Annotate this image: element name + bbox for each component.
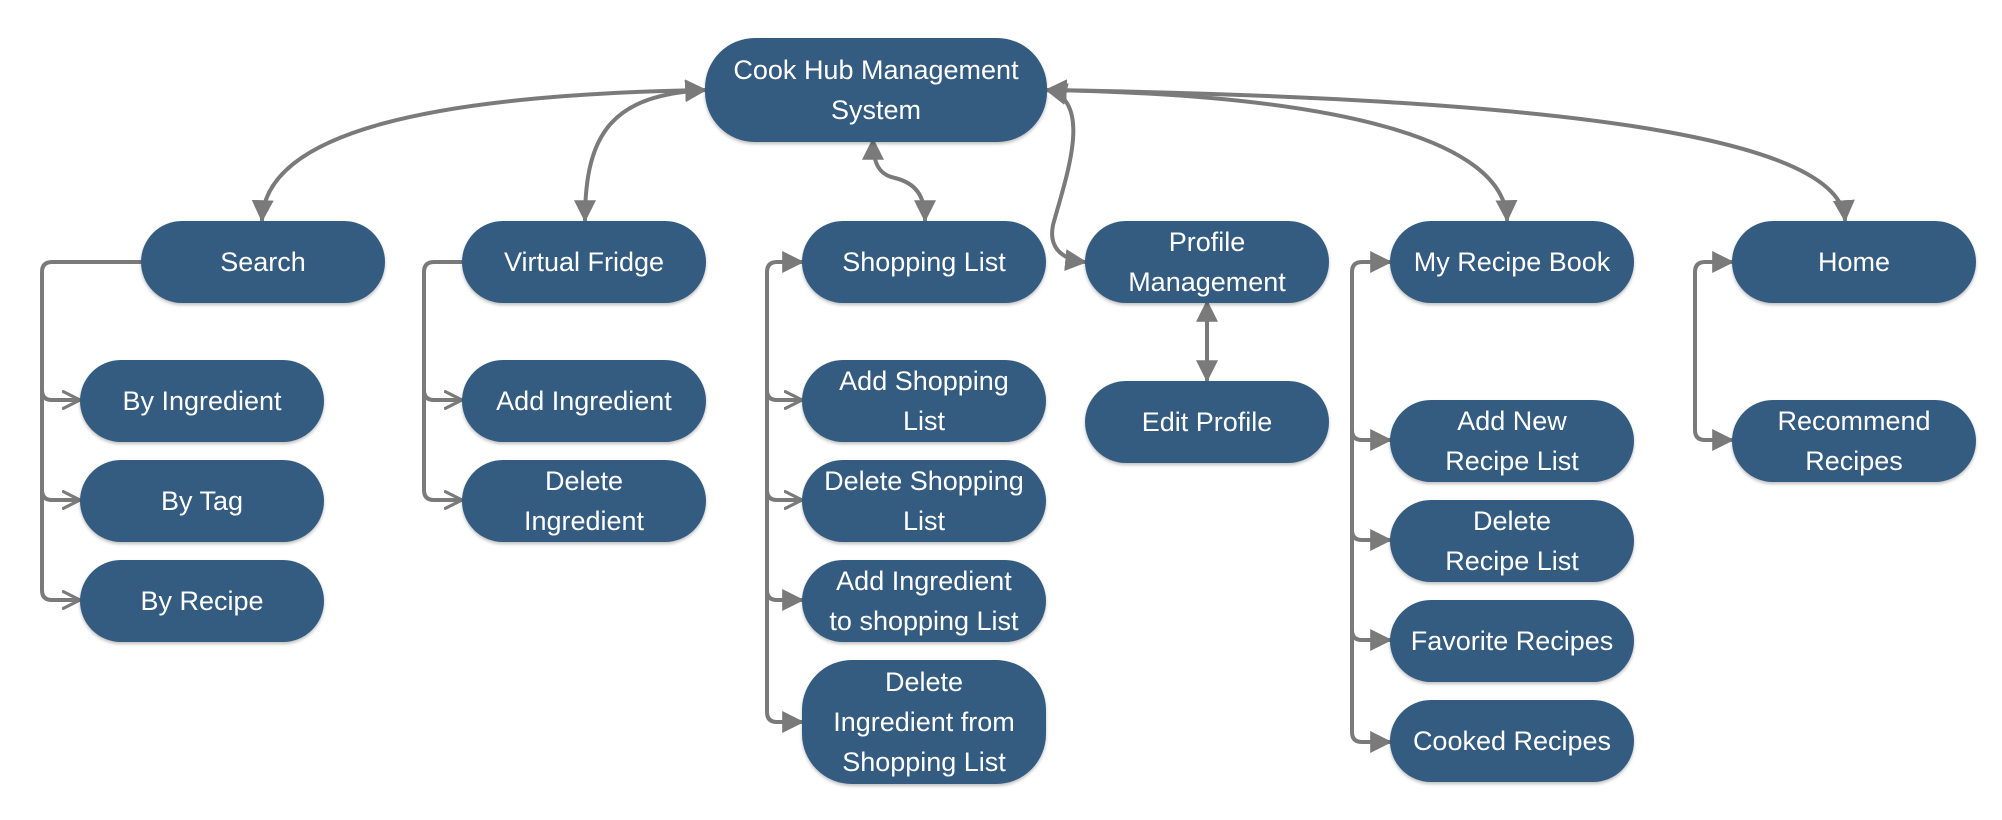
node-edit-profile[interactable]: Edit Profile <box>1085 381 1329 463</box>
node-by-ingredient[interactable]: By Ingredient <box>80 360 324 442</box>
edge-search-by-recipe <box>40 488 82 600</box>
edge-fridge-add-ingredient <box>422 260 464 400</box>
node-my-recipe-book[interactable]: My Recipe Book <box>1390 221 1634 303</box>
node-favorite-recipes[interactable]: Favorite Recipes <box>1390 600 1634 682</box>
node-by-tag[interactable]: By Tag <box>80 460 324 542</box>
node-profile-management[interactable]: Profile Management <box>1085 221 1329 303</box>
node-cooked-recipes[interactable]: Cooked Recipes <box>1390 700 1634 782</box>
node-delete-recipe-list[interactable]: Delete Recipe List <box>1390 500 1634 582</box>
node-cook-hub-management-system[interactable]: Cook Hub Management System <box>705 38 1047 142</box>
node-add-new-recipe-list[interactable]: Add New Recipe List <box>1390 400 1634 482</box>
node-virtual-fridge[interactable]: Virtual Fridge <box>462 221 706 303</box>
edge-recipe-book-cooked <box>1350 628 1393 753</box>
edge-shopping-delete-shopping-list <box>765 388 804 500</box>
node-add-ingredient-to-shopping-list[interactable]: Add Ingredient to shopping List <box>802 560 1046 642</box>
edge-recipe-book-favorite <box>1350 528 1393 651</box>
node-delete-ingredient[interactable]: Delete Ingredient <box>462 460 706 542</box>
edge-home-recommend <box>1693 251 1735 451</box>
edge-search-by-ingredient <box>40 260 143 400</box>
node-add-ingredient[interactable]: Add Ingredient <box>462 360 706 442</box>
edge-recipe-book-delete <box>1350 428 1393 551</box>
node-add-shopping-list[interactable]: Add Shopping List <box>802 360 1046 442</box>
edge-shopping-add-shopping-list <box>765 262 802 400</box>
node-delete-ingredient-from-shopping-list[interactable]: Delete Ingredient from Shopping List <box>802 660 1046 784</box>
node-delete-shopping-list[interactable]: Delete Shopping List <box>802 460 1046 542</box>
edge-root-profile-management <box>1044 83 1088 271</box>
edge-shopping-add-ingredient <box>765 488 805 611</box>
edge-root-my-recipe-book <box>1044 79 1518 223</box>
edge-fridge-delete-ingredient <box>422 388 464 500</box>
node-recommend-recipes[interactable]: Recommend Recipes <box>1732 400 1976 482</box>
edge-root-shopping-list <box>862 137 936 223</box>
edge-root-virtual-fridge <box>574 80 708 223</box>
node-home[interactable]: Home <box>1732 221 1976 303</box>
edge-root-search <box>251 79 708 223</box>
node-shopping-list[interactable]: Shopping List <box>802 221 1046 303</box>
edge-recipe-book-add-new <box>1350 251 1393 451</box>
edge-search-by-tag <box>40 388 82 500</box>
node-search[interactable]: Search <box>141 221 385 303</box>
node-by-recipe[interactable]: By Recipe <box>80 560 324 642</box>
edge-shopping-delete-ingredient <box>765 588 805 733</box>
edge-root-home <box>1044 79 1855 223</box>
